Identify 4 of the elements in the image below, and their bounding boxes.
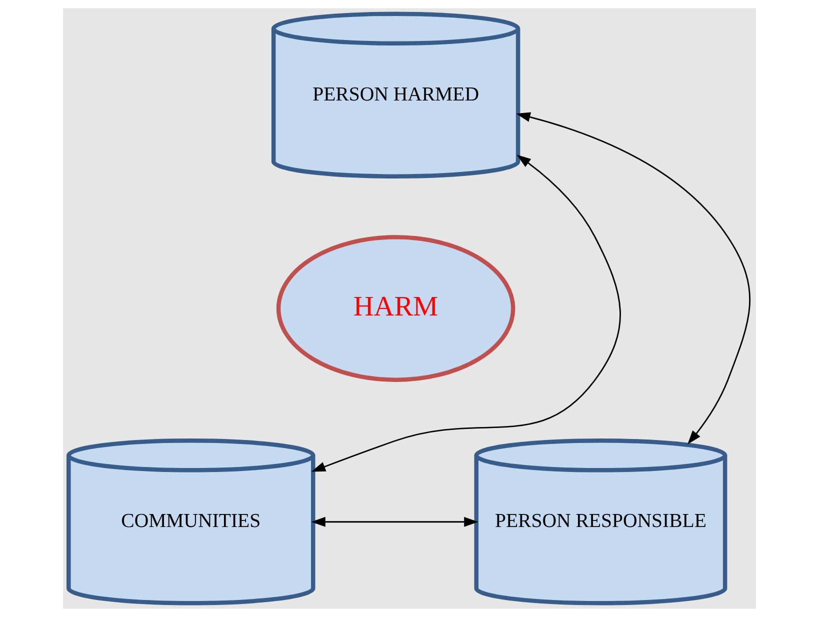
arrow <box>311 154 621 472</box>
arrow <box>516 112 750 444</box>
arrow <box>311 516 478 527</box>
node-ellipse: HARM <box>276 235 516 382</box>
